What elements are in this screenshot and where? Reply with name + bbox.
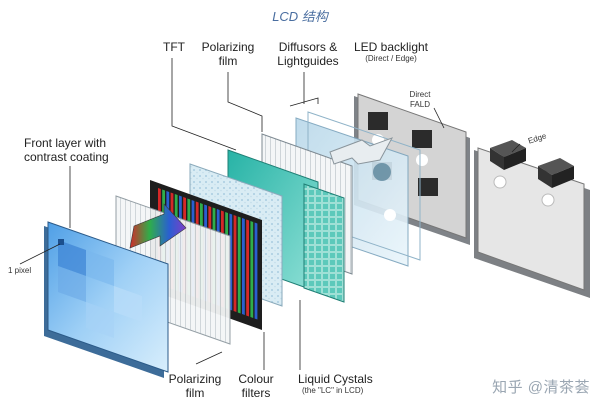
- leader-polarizing-film-top: [227, 72, 263, 132]
- label-colour-filters: Colour filters: [238, 372, 274, 400]
- leader-edge: [511, 143, 521, 153]
- leader-lines: [19, 58, 521, 370]
- leader-direct: [433, 107, 445, 129]
- colour-filter-stripe: [242, 217, 245, 315]
- label-polarizing-film-top: Polarizing film: [201, 40, 255, 68]
- colour-filter-stripe: [250, 220, 254, 318]
- label-led-backlight: LED backlight (Direct / Edge): [353, 40, 429, 63]
- label-diffusors-lightguides: Diffusors & Lightguides: [277, 40, 339, 68]
- single-pixel-marker: [58, 239, 64, 245]
- colour-filter-stripe: [233, 214, 237, 312]
- leader-one-pixel: [19, 243, 61, 265]
- label-front-layer: Front layer with contrast coating: [24, 136, 109, 164]
- edge-backlight-panel: [474, 140, 590, 298]
- leader-diffusors: [289, 97, 319, 107]
- label-direct-fald: Direct FALD: [409, 90, 431, 109]
- colour-filter-stripe: [237, 216, 241, 314]
- label-tft: TFT: [163, 40, 185, 54]
- label-one-pixel: 1 pixel: [8, 266, 32, 275]
- leader-tft: [171, 58, 237, 151]
- colour-filter-stripe: [246, 219, 249, 317]
- spectrum-arrow: [129, 203, 187, 249]
- colour-filter-stripe: [254, 222, 258, 320]
- light-arrow: [329, 137, 394, 165]
- watermark: 知乎 @清茶荟: [492, 379, 590, 396]
- leader-polarizing-film-bottom: [195, 351, 223, 365]
- label-polarizing-film-bottom: Polarizing film: [168, 372, 222, 400]
- front-layer: [44, 221, 169, 378]
- diagram-title: LCD 结构: [272, 9, 328, 24]
- label-liquid-crystals: Liquid Cystals (the "LC" in LCD): [298, 372, 373, 395]
